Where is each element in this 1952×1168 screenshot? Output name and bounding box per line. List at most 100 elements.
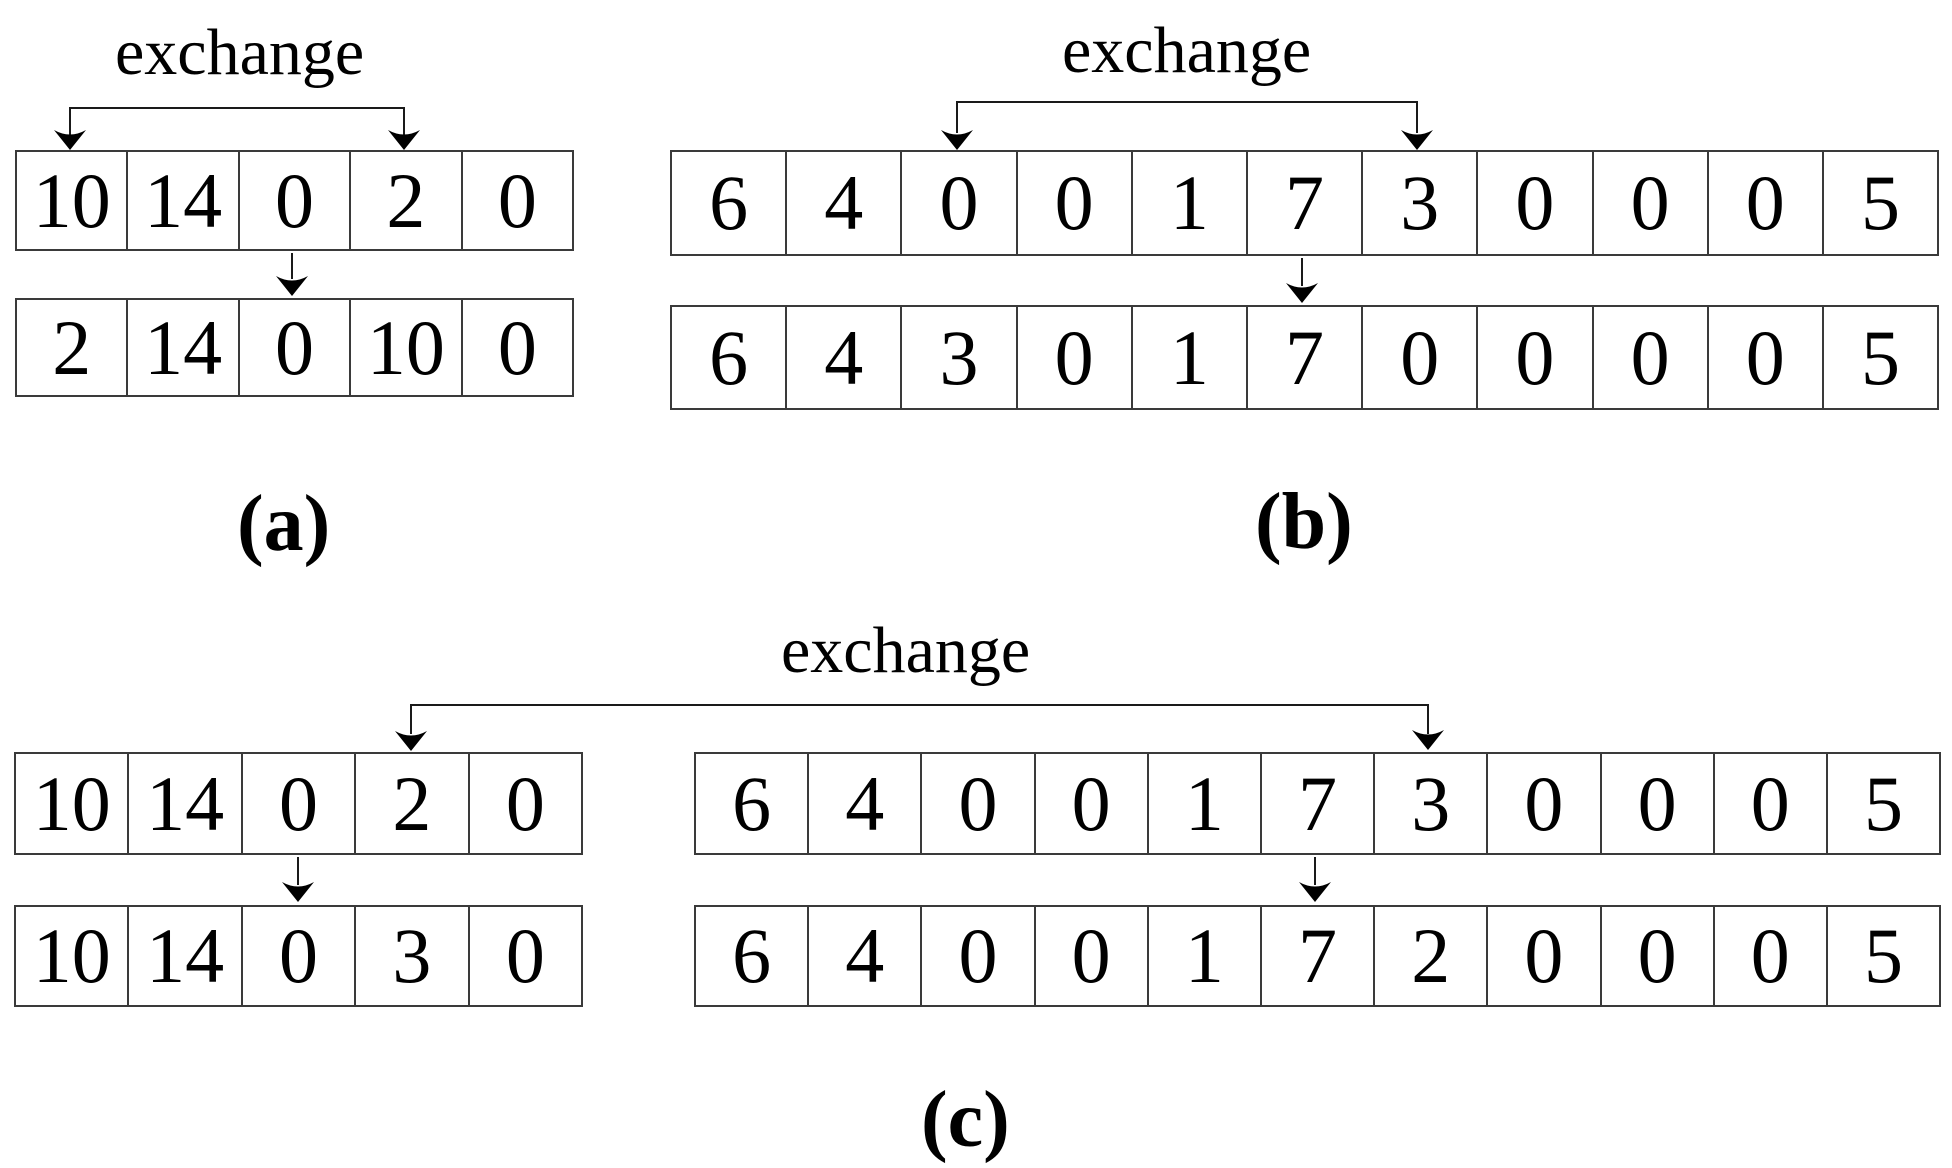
array-cell: 6 (672, 307, 788, 408)
arrowhead-down-icon (395, 731, 427, 751)
update-arrow-line (297, 857, 299, 885)
array-cell: 0 (922, 754, 1036, 853)
array-cell: 5 (1860, 313, 1900, 401)
exchange-bracket-line (403, 107, 405, 135)
array-cell: 0 (1488, 754, 1602, 853)
array-cell: 1 (1149, 907, 1262, 1005)
arrowhead-down-icon (388, 130, 420, 150)
array-cell: 10 (16, 907, 130, 1005)
arrowhead-down-icon (282, 882, 314, 902)
array-cell: 5 (1860, 159, 1900, 246)
exchange-bracket-line (1416, 101, 1418, 133)
array-cell: 7 (1262, 907, 1376, 1005)
array-cell: 0 (1602, 907, 1715, 1005)
array-cell: 3 (902, 307, 1018, 408)
array-cell: 0 (1594, 152, 1709, 254)
exchange-bracket-line (69, 107, 405, 109)
array-cell: 2 (351, 152, 463, 249)
array-cell: 7 (1248, 307, 1364, 408)
array-cell: 0 (243, 754, 357, 853)
array-cell: 0 (1715, 754, 1828, 853)
array-cell: 4 (809, 754, 923, 853)
array-cell: 6 (672, 152, 788, 254)
array-cell: 0 (1602, 754, 1715, 853)
array-cell: 0 (1018, 307, 1133, 408)
exchange-bracket-line (410, 704, 1429, 706)
exchange-bracket-line (956, 101, 958, 133)
array-cell: 4 (787, 152, 903, 254)
array-cell: 4 (787, 307, 903, 408)
array-cell: 3 (356, 907, 470, 1005)
array-cell: 0 (1478, 307, 1594, 408)
array-cell: 0 (1488, 907, 1602, 1005)
array-cell: 2 (17, 300, 129, 395)
array-cell: 0 (1594, 307, 1709, 408)
panel-caption: (a) (237, 480, 331, 568)
exchange-bracket-line (956, 101, 1418, 103)
exchange-bracket-line (410, 704, 412, 734)
array-cell: 7 (1248, 152, 1364, 254)
update-arrow-line (1314, 857, 1316, 885)
array-cell: 1 (1149, 754, 1262, 853)
array-cell: 0 (243, 907, 357, 1005)
array-cell: 7 (1262, 754, 1376, 853)
array-cell: 5 (1863, 912, 1903, 999)
array-cell: 0 (1036, 907, 1149, 1005)
array-cell: 10 (17, 152, 129, 249)
array-cell: 0 (240, 300, 352, 395)
array-cell: 3 (1363, 152, 1479, 254)
array-cell: 0 (497, 156, 537, 244)
array-cell: 2 (356, 754, 470, 853)
update-arrow-line (291, 253, 293, 279)
array-cell: 6 (696, 907, 810, 1005)
array-cell: 4 (809, 907, 923, 1005)
array-cell: 14 (128, 152, 240, 249)
array-cell: 0 (1036, 754, 1149, 853)
array-cell: 0 (497, 303, 537, 391)
array-cell: 3 (1375, 754, 1489, 853)
exchange-bracket-line (69, 107, 71, 135)
exchange-label: exchange (1062, 14, 1312, 87)
array-cell: 0 (240, 152, 352, 249)
array-cell: 0 (1709, 152, 1824, 254)
arrowhead-down-icon (1286, 283, 1318, 303)
panel-caption: (b) (1255, 478, 1353, 566)
array-cell: 0 (505, 759, 545, 847)
update-arrow-line (1301, 258, 1303, 286)
array-cell: 0 (1018, 152, 1133, 254)
exchange-label: exchange (781, 614, 1031, 687)
arrowhead-down-icon (1412, 730, 1444, 750)
array-cell: 10 (16, 754, 130, 853)
arrowhead-down-icon (276, 276, 308, 296)
array-cell: 2 (1375, 907, 1489, 1005)
exchange-bracket-line (1427, 704, 1429, 734)
arrowhead-down-icon (54, 130, 86, 150)
array-cell: 0 (1715, 907, 1828, 1005)
array-cell: 14 (129, 907, 243, 1005)
arrowhead-down-icon (941, 130, 973, 150)
array-cell: 0 (922, 907, 1036, 1005)
array-cell: 14 (129, 754, 243, 853)
array-cell: 14 (128, 300, 240, 395)
array-cell: 6 (696, 754, 810, 853)
array-cell: 10 (351, 300, 463, 395)
exchange-label: exchange (115, 16, 365, 89)
array-cell: 0 (1478, 152, 1594, 254)
array-cell: 0 (1363, 307, 1479, 408)
array-cell: 1 (1133, 152, 1248, 254)
arrowhead-down-icon (1299, 882, 1331, 902)
array-cell: 0 (902, 152, 1018, 254)
arrowhead-down-icon (1401, 130, 1433, 150)
array-cell: 0 (505, 912, 545, 999)
panel-caption: (c) (921, 1076, 1010, 1164)
array-cell: 5 (1863, 759, 1903, 847)
array-cell: 1 (1133, 307, 1248, 408)
